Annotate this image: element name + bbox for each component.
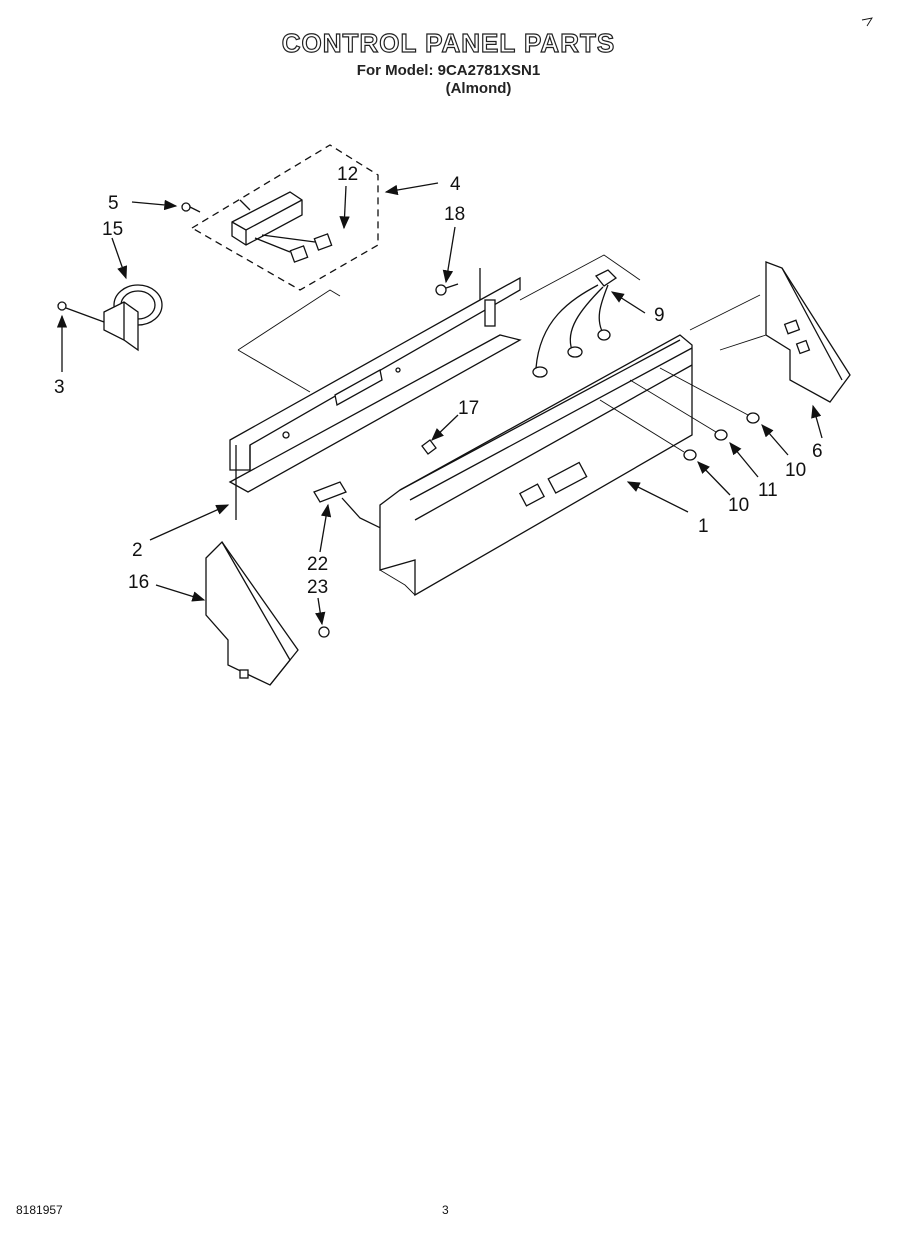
- part-5-screw: [181, 202, 201, 213]
- callout-10-a: 10: [785, 460, 806, 481]
- callout-16: 16: [128, 572, 149, 593]
- part-17-clip: [421, 439, 437, 455]
- part-10-screw-a: [746, 412, 760, 424]
- callout-1: 1: [698, 516, 709, 537]
- callout-5: 5: [108, 193, 119, 214]
- callout-2: 2: [132, 540, 143, 561]
- callout-10-b: 10: [728, 495, 749, 516]
- document-number: 8181957: [16, 1203, 63, 1217]
- model-subtitle: For Model: 9CA2781XSN1: [356, 62, 541, 79]
- part-1-control-panel: [379, 334, 693, 597]
- callout-6: 6: [812, 441, 823, 462]
- part-4-switch-assembly: [191, 144, 379, 291]
- part-15-component: [103, 284, 163, 352]
- callout-3: 3: [54, 377, 65, 398]
- part-23-screw: [318, 626, 330, 638]
- callout-12: 12: [337, 164, 358, 185]
- page-number: 3: [442, 1203, 449, 1217]
- page-title: CONTROL PANEL PARTS: [281, 27, 616, 58]
- part-18-screw: [435, 283, 459, 296]
- part-10-screw-b: [683, 449, 697, 461]
- callout-15: 15: [102, 219, 123, 240]
- part-16-end-cap: [205, 540, 299, 686]
- part-3-screw: [57, 301, 105, 323]
- callout-11: 11: [758, 480, 778, 501]
- part-2-bracket: [228, 268, 522, 520]
- part-6-end-cap: [689, 261, 851, 403]
- callout-9: 9: [654, 305, 665, 326]
- callout-22: 22: [307, 554, 328, 575]
- part-9-wire-harness: [519, 254, 641, 378]
- part-11-screw: [714, 429, 728, 441]
- callout-4: 4: [450, 174, 461, 195]
- callout-23: 23: [307, 577, 328, 598]
- corner-mark: [861, 17, 873, 27]
- color-variant: (Almond): [445, 80, 512, 97]
- callout-18: 18: [444, 204, 465, 225]
- callout-17: 17: [458, 398, 479, 419]
